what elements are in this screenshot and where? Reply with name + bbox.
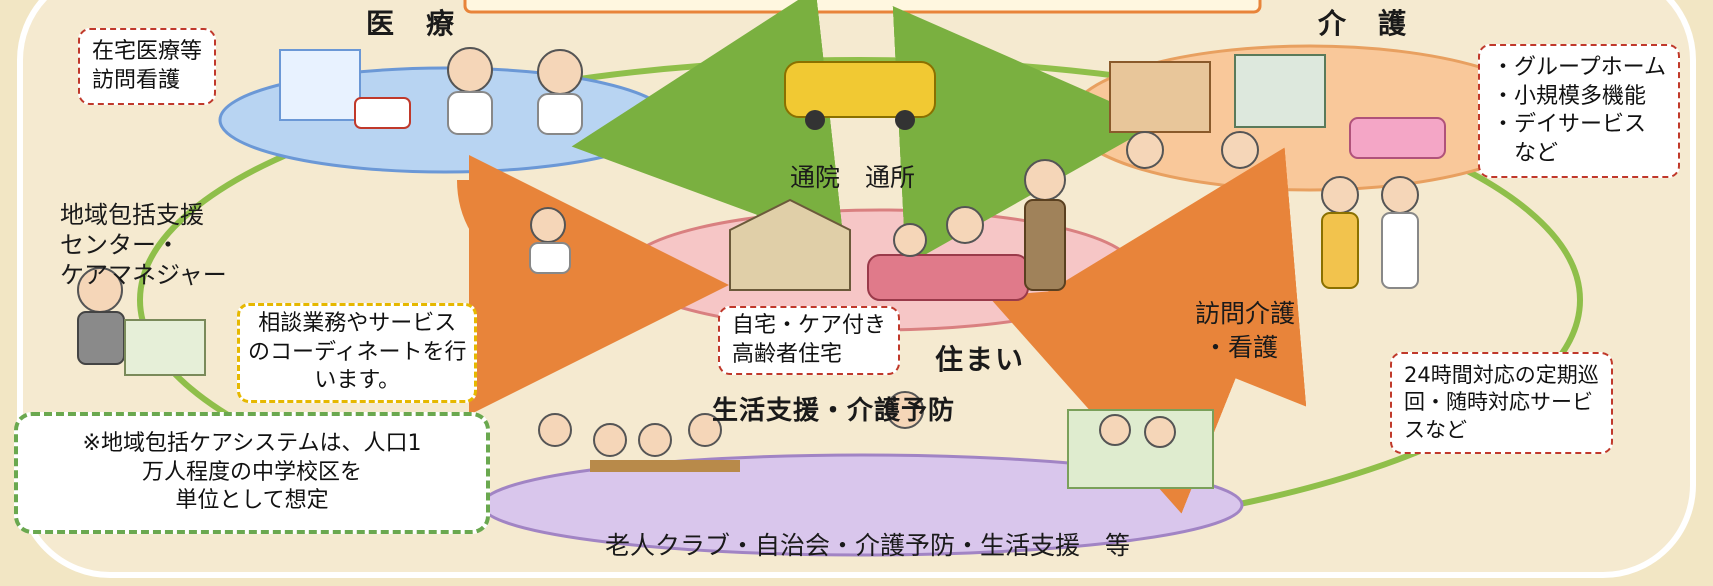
label-home-care-2: ・看護 [1203, 333, 1279, 362]
bath-illustration [1349, 117, 1446, 159]
hospital-illustration [279, 49, 361, 121]
callout-home-medical: 在宅医療等 訪問看護 [78, 28, 217, 106]
heading-housing: 住まい [935, 343, 1026, 376]
title-box-fragment [463, 0, 1262, 14]
heading-life-support: 生活支援・介護予防 [712, 396, 956, 426]
grandmother-illustration [946, 206, 984, 244]
home-nurse-illustration [1381, 176, 1419, 214]
doctor-illustration [447, 47, 493, 93]
nurse-illustration [537, 49, 583, 95]
house-illustration [729, 198, 851, 291]
arrow-medical-to-home [457, 154, 729, 415]
label-center-2: センター・ [60, 231, 180, 259]
callout-housing-type: 自宅・ケア付き 高齢者住宅 [718, 306, 901, 376]
label-outpatient: 通院 通所 [790, 163, 916, 192]
arrow-home-to-care [892, 6, 1159, 266]
van-illustration [784, 61, 936, 118]
ambulance-illustration [354, 97, 411, 129]
care-facility-illustration [1109, 61, 1211, 133]
visiting-doctor-illustration [530, 207, 566, 243]
walking-support-illustration [1067, 409, 1214, 489]
callout-care-services: ・グループホーム ・小規模多機能 ・デイサービス など [1478, 44, 1681, 179]
care-worker-illustration [1321, 176, 1359, 214]
heading-care: 介 護 [1318, 7, 1409, 40]
label-center-1: 地域包括支援 [60, 201, 204, 229]
arrow-home-to-medical [571, 0, 845, 248]
elderly-group-illustration [538, 413, 572, 447]
child-illustration [893, 223, 927, 257]
callout-consultation: 相談業務やサービス のコーディネートを行 います。 [237, 303, 478, 403]
heading-medical: 医 療 [366, 7, 457, 40]
wheelchair-person-illustration [1126, 131, 1164, 169]
label-community: 老人クラブ・自治会・介護予防・生活支援 等 [605, 531, 1131, 560]
grandfather-illustration [1024, 159, 1066, 201]
callout-system-note: ※地域包括ケアシステムは、人口1 万人程度の中学校区を 単位として想定 [14, 412, 490, 534]
arrow-community-to-home [988, 272, 1279, 514]
exercise-person-illustration [886, 391, 924, 429]
sofa-illustration [867, 254, 1029, 301]
label-center-3: ケアマネジャー [60, 261, 227, 289]
callout-24h-service: 24時間対応の定期巡 回・随時対応サービ スなど [1390, 352, 1613, 454]
label-home-care-1: 訪問介護 [1195, 299, 1296, 328]
center-building-illustration [124, 319, 206, 376]
